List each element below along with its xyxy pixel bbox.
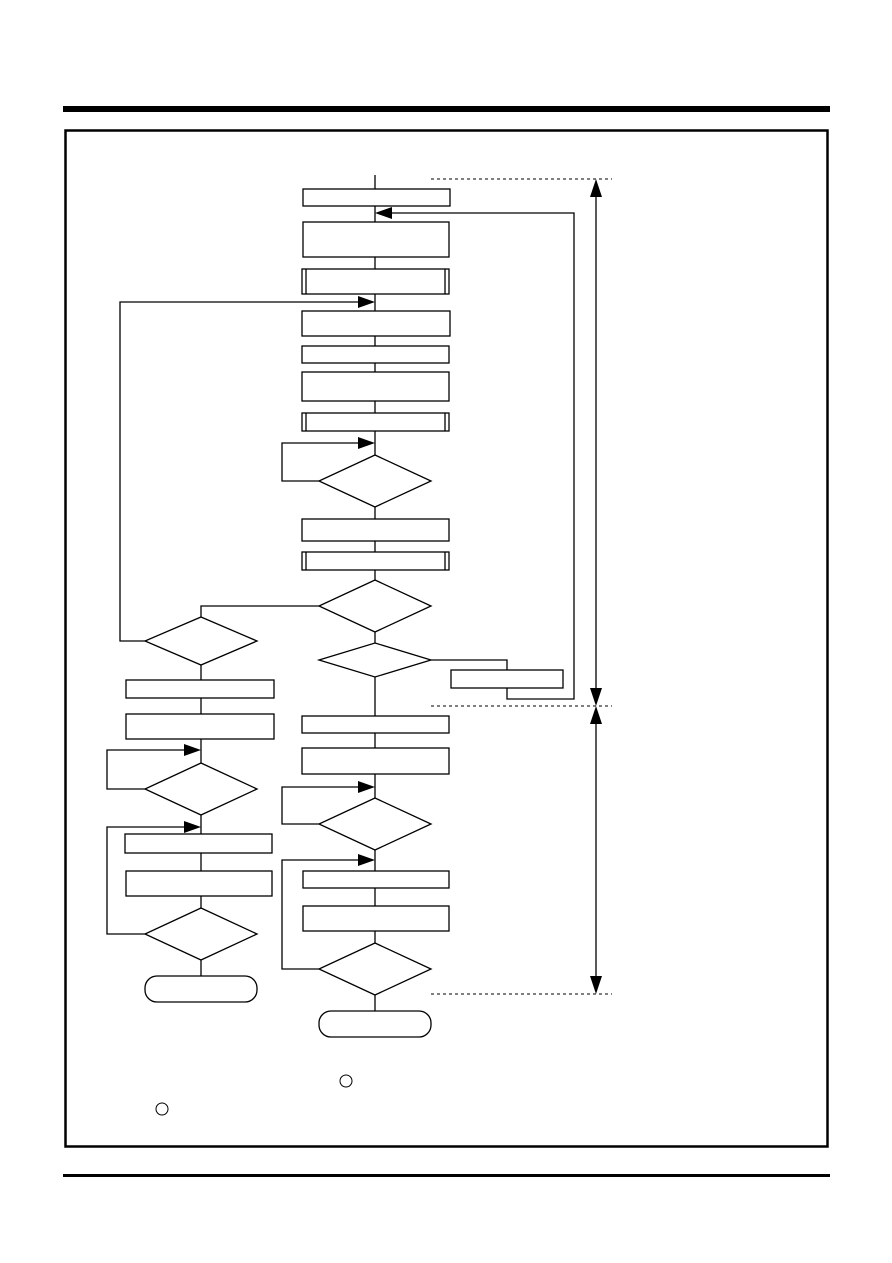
decision-diamond (317, 579, 433, 633)
predefined-process-box (301, 551, 450, 571)
process-box (302, 905, 450, 932)
arrowhead (590, 179, 602, 197)
decision-diamond (317, 797, 433, 851)
process-box (301, 715, 450, 734)
arrowhead (375, 207, 392, 219)
terminator (318, 1010, 432, 1038)
footer-rule (63, 1174, 830, 1177)
circle-marker (155, 1102, 169, 1116)
terminator (144, 975, 258, 1003)
arrowhead (358, 854, 375, 866)
process-box (301, 371, 450, 402)
predefined-process-box (301, 412, 450, 432)
flowchart (106, 175, 612, 1116)
header-rule (63, 106, 830, 112)
figure-frame (64, 129, 829, 1148)
arrowhead (184, 744, 201, 756)
process-box (301, 518, 450, 542)
decision-diamond (317, 942, 433, 996)
arrowhead (358, 296, 375, 308)
decision-diamond (143, 616, 259, 666)
process-box (125, 870, 273, 897)
decision-diamond (143, 907, 259, 961)
decision-diamond (316, 642, 434, 678)
decision-diamond (317, 454, 433, 508)
process-box (124, 833, 273, 854)
arrowhead (184, 821, 201, 833)
arrowhead (358, 437, 375, 449)
process-box (302, 188, 451, 207)
process-box (125, 679, 275, 699)
process-box (301, 310, 451, 337)
decision-diamond (143, 762, 259, 816)
main-column-loops (281, 437, 375, 970)
note-markers (155, 1074, 353, 1116)
process-box (301, 747, 450, 775)
predefined-process-box (301, 268, 450, 295)
process-box (125, 713, 275, 740)
left-column (106, 296, 375, 1003)
process-box (450, 669, 564, 689)
process-box (302, 221, 450, 258)
arrowhead (590, 976, 602, 994)
arrowhead (358, 781, 375, 793)
main-column-boxes (301, 188, 451, 1038)
arrowhead (590, 688, 602, 706)
process-box (302, 870, 450, 889)
process-box (301, 345, 450, 364)
circle-marker (339, 1074, 353, 1088)
phase-markers (431, 178, 612, 995)
arrowhead (590, 706, 602, 724)
right-branch (375, 207, 575, 700)
